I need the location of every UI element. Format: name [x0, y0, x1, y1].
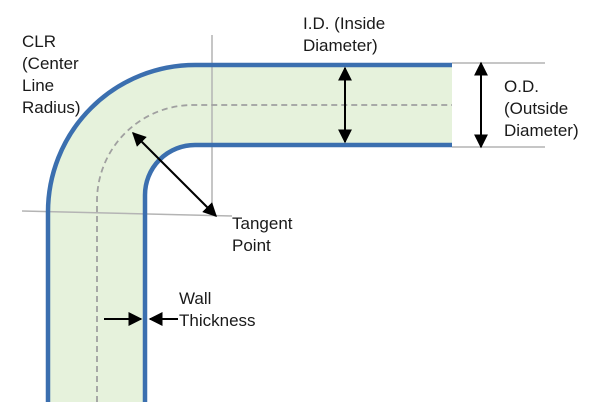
wall-thickness-label: Wall Thickness [179, 288, 256, 332]
outside-diameter-label-line: Diameter) [504, 121, 579, 140]
inside-diameter-label: I.D. (Inside Diameter) [303, 13, 385, 57]
tangent-point-label-line: Tangent [232, 214, 293, 233]
inside-diameter-label-line: Diameter) [303, 36, 378, 55]
tube-outer-wall [45, 62, 452, 402]
tangent-point-label-line: Point [232, 236, 271, 255]
clr-arrow [132, 132, 217, 217]
clr-label-line: Radius) [22, 98, 81, 117]
outside-diameter-label-line: (Outside [504, 99, 569, 118]
wall-thickness-label-line: Wall [179, 289, 212, 308]
clr-label-line: (Center [22, 54, 79, 73]
outside-diameter-label: O.D. (Outside Diameter) [504, 76, 579, 142]
inside-diameter-label-line: I.D. (Inside [303, 14, 386, 33]
wall-thickness-label-line: Thickness [179, 311, 256, 330]
clr-label-line: Line [22, 76, 55, 95]
tube-inner-wall [142, 142, 452, 402]
clr-label: CLR (Center Line Radius) [22, 31, 81, 119]
outside-diameter-label-line: O.D. [504, 77, 539, 96]
clr-label-line: CLR [22, 32, 57, 51]
tangent-point-label: Tangent Point [232, 213, 293, 257]
